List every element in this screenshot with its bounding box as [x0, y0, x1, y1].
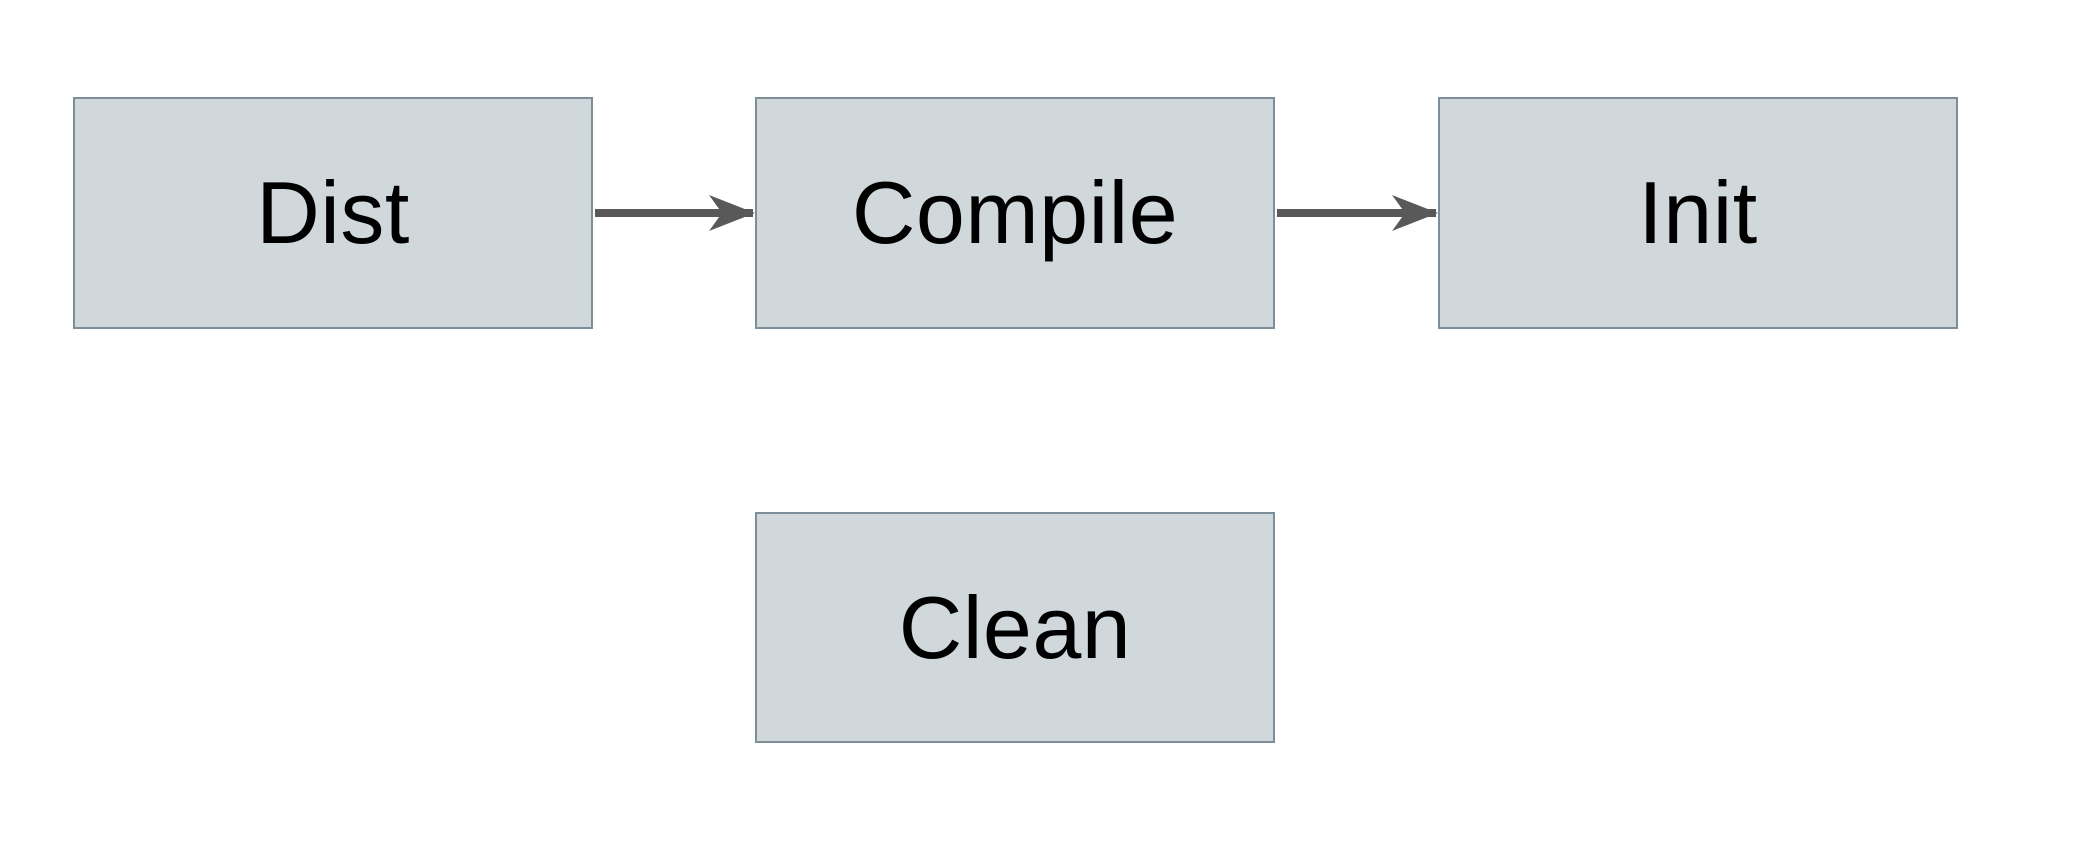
- node-label: Compile: [851, 163, 1179, 262]
- node-label: Clean: [898, 577, 1132, 677]
- node-init: Init: [1438, 97, 1958, 329]
- node-clean: Clean: [755, 512, 1275, 743]
- node-dist: Dist: [73, 97, 593, 329]
- node-compile: Compile: [755, 97, 1275, 329]
- node-label: Dist: [256, 163, 410, 262]
- node-label: Init: [1638, 163, 1758, 262]
